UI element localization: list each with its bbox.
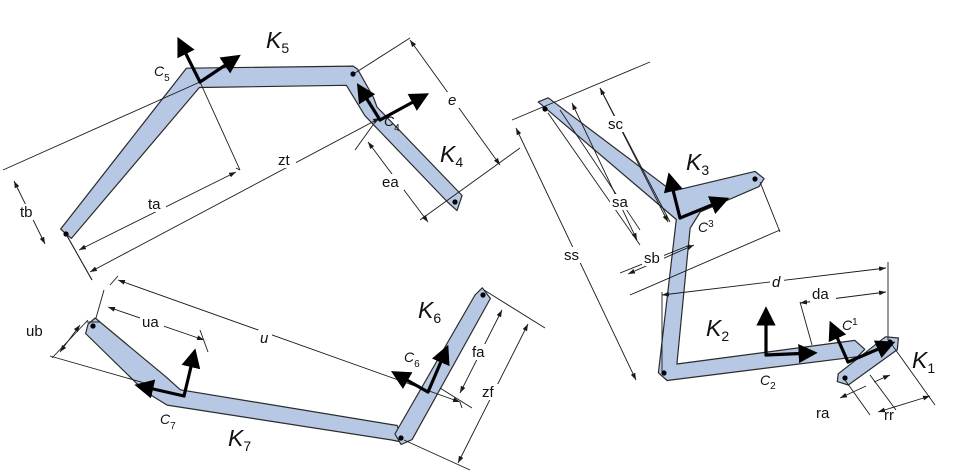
joint-point — [452, 199, 458, 205]
joint-point — [480, 292, 486, 298]
dim-label-ta: ta — [148, 196, 161, 213]
dim-label-sb: sb — [644, 250, 660, 267]
body-label-k6: K6 — [418, 297, 441, 326]
c1-x-axis-arrow — [846, 340, 896, 364]
body-label-k1: K1 — [912, 347, 935, 376]
joint-point — [398, 435, 404, 441]
body-labels: K1 K2 K3 K4 K5 K6 K7 — [228, 27, 935, 454]
dim-label-zt: zt — [278, 152, 291, 169]
dim-label-u: u — [260, 330, 269, 347]
c7-x-axis-arrow — [134, 379, 186, 399]
body-label-k7: K7 — [228, 425, 251, 454]
joint-point — [350, 71, 356, 77]
frame-label-c5: C5 — [154, 63, 170, 84]
frame-label-c3: C3 — [698, 219, 714, 235]
c7-y-axis-arrow — [181, 348, 201, 398]
dim-label-zf: zf — [482, 384, 495, 401]
c6-y-axis-arrow — [426, 344, 450, 394]
joint-point — [842, 375, 848, 381]
joint-point — [542, 106, 548, 112]
body-label-k5: K5 — [266, 27, 289, 56]
c3-x-axis-arrow — [678, 196, 730, 220]
body-label-k4: K4 — [440, 141, 463, 170]
body-label-k2: K2 — [706, 315, 729, 344]
frame-label-c2: C2 — [760, 372, 776, 392]
dim-label-ra: ra — [816, 405, 830, 422]
c4-y-axis-arrow — [356, 83, 382, 122]
c2-x-axis-arrow — [764, 343, 818, 364]
link-k3-k2 — [537, 97, 866, 382]
frame-label-c6: C6 — [404, 349, 420, 370]
frame-label-c4: C4 — [384, 113, 400, 134]
dimension-lines — [2, 37, 936, 471]
dim-label-ss: ss — [564, 247, 579, 264]
joint-points — [63, 71, 893, 441]
c4-x-axis-arrow — [378, 93, 430, 122]
dimension-labels: tb ta zt e ea sc sa sb ss d da ra rr ub … — [18, 92, 894, 424]
frame-label-c7: C7 — [160, 411, 176, 432]
dim-label-d: d — [772, 274, 781, 291]
dim-label-sc: sc — [608, 116, 624, 133]
c5-y-axis-arrow — [177, 36, 202, 84]
link-k5 — [60, 65, 463, 239]
c3-y-axis-arrow — [663, 172, 683, 220]
link-k6 — [394, 287, 491, 446]
dim-label-da: da — [812, 286, 829, 303]
dim-label-rr: rr — [884, 407, 894, 424]
dim-label-tb: tb — [20, 204, 33, 221]
dim-label-ua: ua — [142, 314, 159, 331]
dim-label-fa: fa — [472, 344, 485, 361]
frame-label-c1: C1 — [842, 317, 858, 333]
dim-label-ea: ea — [382, 174, 399, 191]
joint-point — [661, 370, 667, 376]
dim-label-sa: sa — [612, 194, 629, 211]
joint-point — [90, 323, 96, 329]
c6-x-axis-arrow — [390, 371, 430, 394]
dim-label-e: e — [448, 92, 456, 109]
coordinate-frames — [134, 36, 896, 399]
body-label-k3: K3 — [686, 149, 709, 178]
c5-x-axis-arrow — [198, 54, 241, 84]
dim-label-ub: ub — [26, 323, 43, 340]
c1-y-axis-arrow — [828, 320, 850, 364]
frame-labels: C1 C2 C3 C4 C5 C6 C7 — [154, 63, 858, 432]
joint-point — [752, 176, 758, 182]
